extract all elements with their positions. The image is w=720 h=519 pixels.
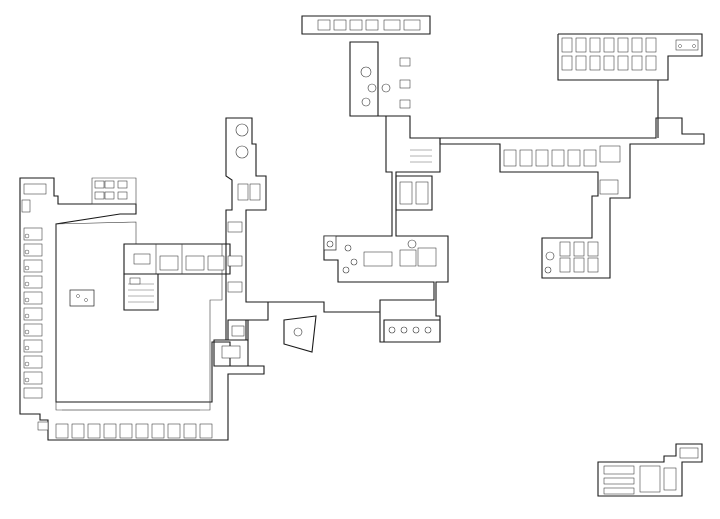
detached-floor-plan — [597, 443, 703, 497]
hall-table — [69, 289, 95, 307]
desk-cluster-southeast — [544, 179, 619, 274]
corridor-vertical — [213, 117, 269, 367]
central-lobby — [268, 15, 449, 353]
central-rooms — [123, 243, 231, 311]
lounge-tables — [360, 57, 411, 109]
desk-row-east — [503, 145, 621, 167]
room-northwest-desks — [91, 177, 137, 205]
east-wing — [439, 33, 705, 279]
desk-row-bottom — [37, 421, 213, 439]
west-wing — [19, 177, 265, 441]
desk-cluster-northeast — [561, 37, 699, 71]
desk-column-left — [21, 183, 47, 399]
